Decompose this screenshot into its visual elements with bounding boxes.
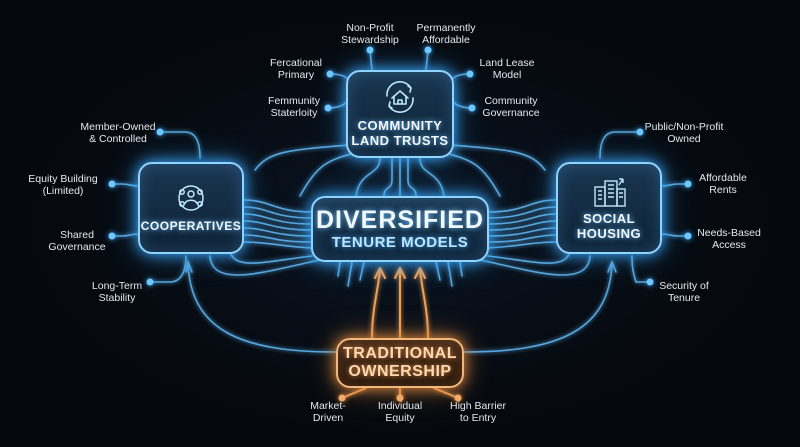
feature-nonprofit-stewardship: Non-Profit Stewardship [341, 22, 399, 46]
feature-public-nonprofit-owned: Public/Non-Profit Owned [644, 121, 724, 145]
center-title-line2: TENURE MODELS [331, 233, 469, 251]
social-housing-title-line2: HOUSING [576, 226, 642, 241]
house-cycle-icon [386, 81, 414, 113]
dot-needs [684, 232, 692, 240]
dot-community-gov [468, 104, 476, 112]
feature-land-lease-model: Land Lease Model [479, 57, 535, 81]
dot-equity [108, 180, 116, 188]
people-group-icon [178, 185, 204, 211]
dot-affordable [684, 180, 692, 188]
dot-landlease [466, 70, 474, 78]
feature-needs-based-access: Needs-Based Access [697, 227, 761, 251]
feature-community-governance: Community Governance [482, 95, 540, 119]
feature-equity-building: Equity Building (Limited) [28, 173, 98, 197]
feature-femmunity-staterloity: Femmunity Staterloity [268, 95, 320, 119]
dot-stability [146, 278, 154, 286]
center-diversified-tenure-box: DIVERSIFIED TENURE MODELS [311, 196, 489, 262]
dot-security [646, 278, 654, 286]
dot-member [156, 128, 164, 136]
social-housing-box: SOCIAL HOUSING [556, 162, 662, 254]
feature-long-term-stability: Long-Term Stability [91, 280, 143, 304]
traditional-title-line1: TRADITIONAL [343, 345, 457, 362]
feature-member-owned: Member-Owned & Controlled [80, 121, 156, 145]
dot-public [636, 128, 644, 136]
feature-fercational-primary: Fercational Primary [270, 57, 322, 81]
cooperatives-box: COOPERATIVES [138, 162, 244, 254]
dot-shared [108, 232, 116, 240]
feature-market-driven: Market- Driven [310, 400, 346, 424]
dot-barrier [454, 394, 462, 402]
social-housing-title-line1: SOCIAL [582, 211, 636, 226]
dot-permanent [424, 46, 432, 54]
dot-fercational [326, 70, 334, 78]
apartment-building-icon [594, 178, 626, 207]
feature-individual-equity: Individual Equity [377, 400, 423, 424]
land-trusts-title-line1: COMMUNITY [357, 118, 443, 133]
center-title-line1: DIVERSIFIED [316, 205, 484, 234]
land-trusts-title-line2: LAND TRUSTS [351, 133, 449, 148]
traditional-title-line2: OWNERSHIP [348, 363, 452, 380]
feature-shared-governance: Shared Governance [48, 229, 106, 253]
community-land-trusts-box: COMMUNITY LAND TRUSTS [346, 70, 454, 158]
dot-market [338, 394, 346, 402]
feature-security-of-tenure: Security of Tenure [659, 280, 709, 304]
traditional-ownership-box: TRADITIONAL OWNERSHIP [336, 338, 464, 388]
feature-permanently-affordable: Permanently Affordable [416, 22, 476, 46]
cooperatives-title: COOPERATIVES [140, 219, 242, 233]
dot-femmunity [324, 104, 332, 112]
dot-nonprofit [366, 46, 374, 54]
dot-individual [396, 394, 404, 402]
feature-high-barrier: High Barrier to Entry [449, 400, 507, 424]
feature-affordable-rents: Affordable Rents [699, 172, 747, 196]
